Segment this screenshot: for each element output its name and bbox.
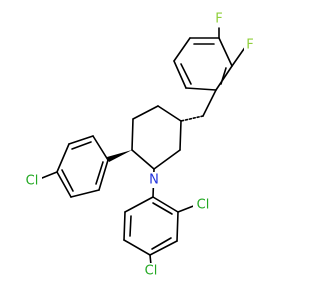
fluorine-atom-label: F (215, 12, 222, 27)
chlorine-atom-label: Cl (145, 264, 158, 279)
nitrogen-atom-label: N (149, 173, 159, 188)
chlorophenyl-ring (41, 135, 109, 198)
chlorine-atom-label: Cl (197, 198, 210, 213)
molecule-diagram: F F Cl Cl Cl N (22, 11, 257, 279)
piperidine-ring (131, 105, 182, 170)
dichlorophenyl-ring (123, 196, 197, 266)
difluorophenyl-ring (173, 27, 247, 91)
wedge-bond (107, 150, 132, 162)
fluorine-atom-label: F (246, 38, 253, 53)
benzyl-linker (180, 89, 217, 122)
atom-labels: F F Cl Cl Cl N (22, 11, 257, 279)
chlorine-atom-label: Cl (26, 174, 39, 189)
